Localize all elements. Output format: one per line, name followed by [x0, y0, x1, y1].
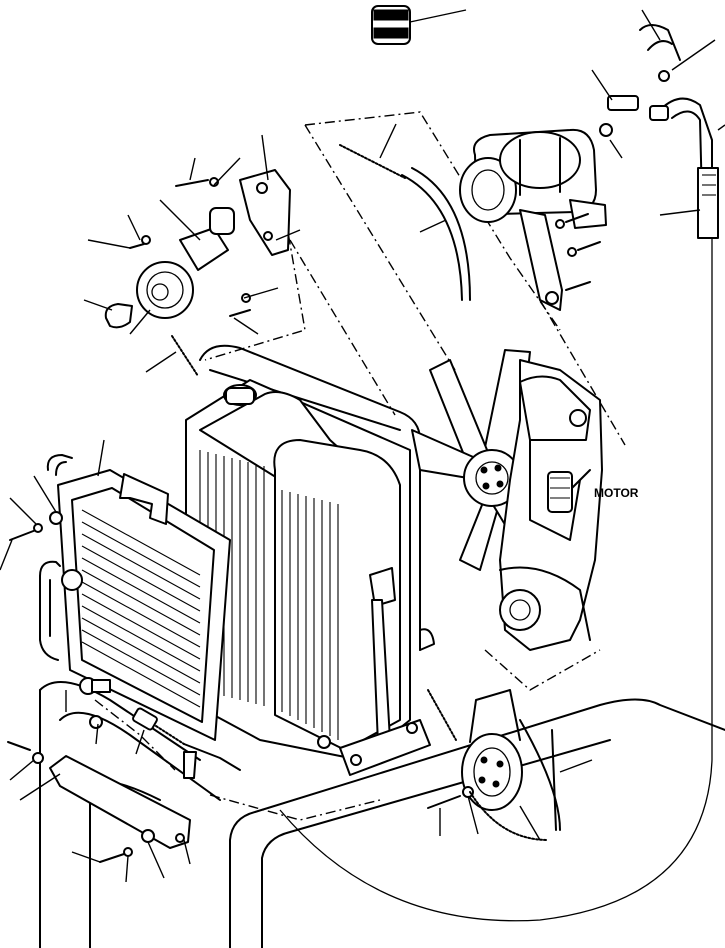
drive-belt-upper	[145, 335, 199, 377]
tension-spring	[339, 123, 406, 179]
long-hose	[279, 238, 713, 922]
crankshaft-pulley	[427, 689, 541, 841]
oil-filter	[371, 5, 467, 45]
compressor-hose	[401, 167, 471, 301]
radiator	[185, 379, 435, 776]
temperature-sender	[89, 707, 241, 771]
compressor-bolts	[555, 213, 601, 291]
fan-belt	[427, 689, 593, 841]
idler-pulley	[83, 261, 259, 335]
air-compressor	[419, 69, 639, 311]
oil-cooler-fins	[81, 509, 201, 708]
compressor-pipe	[639, 9, 725, 239]
lower-support-bar	[7, 741, 191, 883]
idler-bracket	[87, 134, 301, 317]
engine-motor: MOTOR	[499, 359, 639, 651]
oil-cooler	[0, 439, 231, 779]
motor-label: MOTOR	[594, 486, 639, 500]
